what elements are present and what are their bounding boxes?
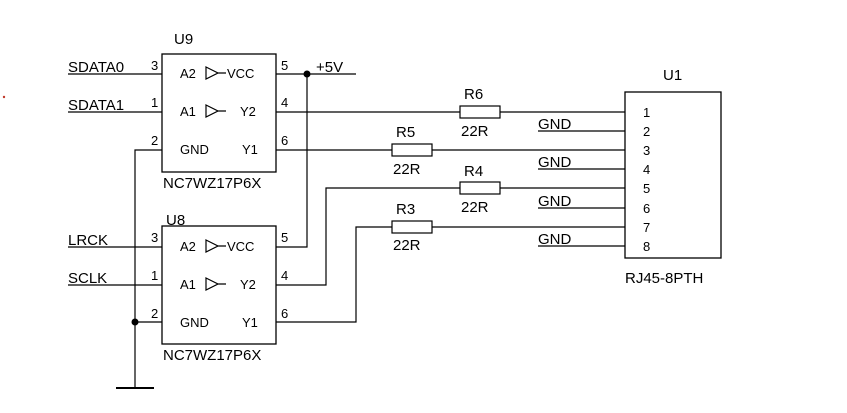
u9-pin3: 3 bbox=[151, 58, 158, 73]
u9-pin5: 5 bbox=[281, 58, 288, 73]
net-vcc: +5V bbox=[316, 59, 343, 76]
r3-body bbox=[391, 220, 433, 234]
chip-u9: U9 A2 VCC A1 Y2 GND Y1 3 1 2 5 4 6 NC7WZ… bbox=[151, 31, 288, 192]
r5-value: 22R bbox=[393, 161, 421, 178]
r4-ref: R4 bbox=[464, 163, 483, 180]
u8-buffer-a1-icon bbox=[205, 277, 226, 291]
u8-label-y2: Y2 bbox=[240, 277, 256, 292]
u9-pin1: 1 bbox=[151, 95, 158, 110]
u9-pin2: 2 bbox=[151, 133, 158, 148]
ground-net bbox=[116, 149, 162, 389]
u8-pin2: 2 bbox=[151, 306, 158, 321]
u9-pin4: 4 bbox=[281, 95, 288, 110]
wire-u8-y2 bbox=[276, 187, 625, 286]
chip-u8: U8 A2 VCC A1 Y2 GND Y1 3 1 2 5 4 6 NC7WZ… bbox=[151, 212, 288, 364]
u8-label-vcc: VCC bbox=[227, 239, 254, 254]
u9-label-y2: Y2 bbox=[240, 104, 256, 119]
input-nets: SDATA0 SDATA1 LRCK SCLK bbox=[68, 59, 162, 287]
u9-part: NC7WZ17P6X bbox=[163, 175, 261, 192]
junction-gnd bbox=[131, 318, 139, 326]
u8-pin1: 1 bbox=[151, 268, 158, 283]
gnd-label-pin4: GND bbox=[538, 154, 572, 171]
stray-dot bbox=[2, 95, 6, 99]
u1-pin3: 3 bbox=[643, 143, 650, 158]
u8-ref: U8 bbox=[166, 212, 185, 229]
wire-vcc-down bbox=[276, 74, 308, 248]
u9-buffer-a1-icon bbox=[205, 104, 226, 118]
u1-pin2: 2 bbox=[643, 124, 650, 139]
gnd-labels: GND GND GND GND bbox=[538, 116, 572, 248]
u9-pin6: 6 bbox=[281, 133, 288, 148]
r6-body bbox=[459, 105, 501, 119]
u9-buffer-a2-icon bbox=[205, 66, 226, 80]
u9-ref: U9 bbox=[174, 31, 193, 48]
vcc-net: +5V bbox=[276, 59, 356, 248]
u8-pin3: 3 bbox=[151, 230, 158, 245]
wire-u8-y1 bbox=[276, 226, 625, 323]
u1-pin8: 8 bbox=[643, 239, 650, 254]
u8-label-gnd: GND bbox=[180, 315, 209, 330]
u1-pin1: 1 bbox=[643, 105, 650, 120]
u8-label-a1: A1 bbox=[180, 277, 196, 292]
u1-pin5: 5 bbox=[643, 181, 650, 196]
r3-ref: R3 bbox=[396, 201, 415, 218]
u1-pin7: 7 bbox=[643, 220, 650, 235]
u9-label-vcc: VCC bbox=[227, 66, 254, 81]
u9-label-y1: Y1 bbox=[242, 142, 258, 157]
u8-label-y1: Y1 bbox=[242, 315, 258, 330]
u9-label-gnd: GND bbox=[180, 142, 209, 157]
net-sdata0: SDATA0 bbox=[68, 59, 124, 76]
u8-part: NC7WZ17P6X bbox=[163, 347, 261, 364]
u9-label-a1: A1 bbox=[180, 104, 196, 119]
gnd-label-pin6: GND bbox=[538, 193, 572, 210]
resistor-r4: R4 22R bbox=[459, 163, 501, 216]
connector-u1: U1 1 2 3 4 5 6 7 8 RJ45-8PTH bbox=[624, 67, 722, 287]
net-sdata1: SDATA1 bbox=[68, 97, 124, 114]
r6-ref: R6 bbox=[464, 86, 483, 103]
u1-ref: U1 bbox=[663, 67, 682, 84]
u8-pin6: 6 bbox=[281, 306, 288, 321]
u9-label-a2: A2 bbox=[180, 66, 196, 81]
r4-value: 22R bbox=[461, 199, 489, 216]
output-wires bbox=[276, 111, 625, 323]
u1-pin6: 6 bbox=[643, 201, 650, 216]
resistor-r3: R3 22R bbox=[391, 201, 433, 254]
u8-label-a2: A2 bbox=[180, 239, 196, 254]
r6-value: 22R bbox=[461, 123, 489, 140]
wire-u9-gnd bbox=[134, 149, 162, 388]
r5-ref: R5 bbox=[396, 124, 415, 141]
u8-buffer-a2-icon bbox=[205, 239, 226, 253]
u8-pin5: 5 bbox=[281, 230, 288, 245]
resistor-r6: R6 22R bbox=[459, 86, 501, 140]
resistor-r5: R5 22R bbox=[391, 124, 433, 178]
r4-body bbox=[459, 181, 501, 195]
u8-pin4: 4 bbox=[281, 268, 288, 283]
r3-value: 22R bbox=[393, 237, 421, 254]
net-lrck: LRCK bbox=[68, 232, 108, 249]
gnd-label-pin2: GND bbox=[538, 116, 572, 133]
gnd-label-pin8: GND bbox=[538, 231, 572, 248]
net-sclk: SCLK bbox=[68, 270, 107, 287]
u1-pin4: 4 bbox=[643, 162, 650, 177]
u1-part: RJ45-8PTH bbox=[625, 270, 703, 287]
u1-body bbox=[624, 91, 722, 259]
u9-body bbox=[161, 53, 277, 173]
r5-body bbox=[391, 143, 433, 157]
